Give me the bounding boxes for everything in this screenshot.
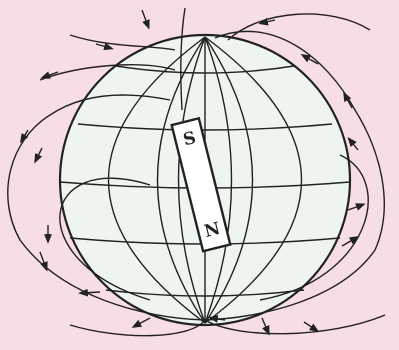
arrow	[345, 95, 352, 108]
arrow	[142, 10, 148, 26]
arrow	[262, 318, 268, 332]
field-line	[228, 14, 370, 40]
arrow	[304, 322, 316, 330]
arrow	[96, 44, 110, 48]
arrow	[350, 140, 358, 150]
arrow	[36, 148, 42, 160]
arrow	[348, 205, 362, 210]
arrow	[135, 318, 150, 326]
arrow	[82, 292, 100, 293]
